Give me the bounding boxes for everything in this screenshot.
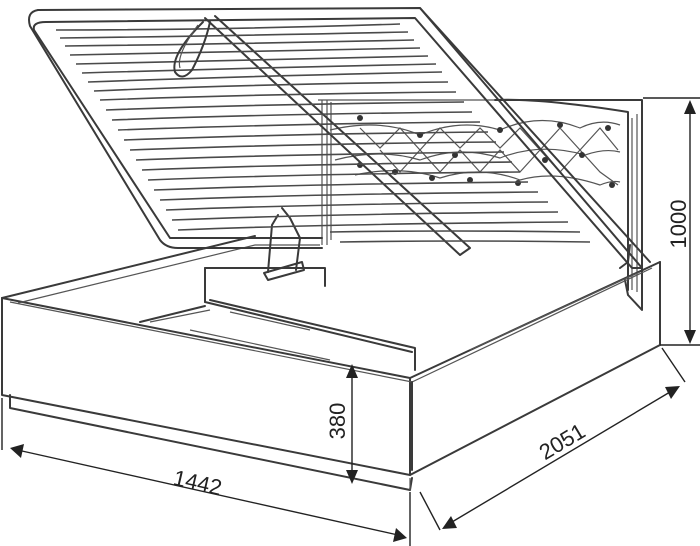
- dimension-length: 2051: [419, 347, 686, 531]
- lift-mechanism: [263, 207, 631, 281]
- dimension-base-height: 380: [325, 364, 358, 484]
- headboard-height-label: 1000: [666, 200, 691, 249]
- bed-base: [1, 235, 661, 491]
- dimension-headboard-height: 1000: [643, 97, 700, 346]
- strap-loop-icon: [173, 21, 211, 78]
- width-label: 1442: [171, 465, 224, 500]
- base-height-label: 380: [325, 403, 350, 440]
- length-label: 2051: [535, 418, 590, 465]
- lifted-slat-frame: [28, 7, 651, 269]
